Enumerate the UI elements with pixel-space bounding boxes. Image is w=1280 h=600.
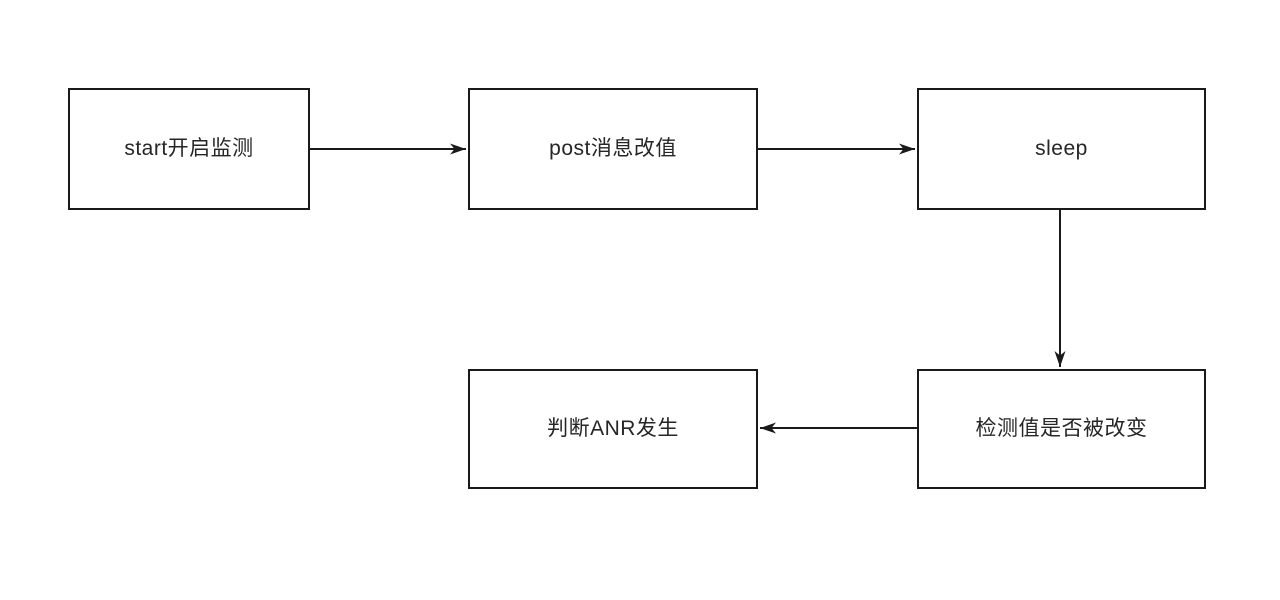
- flow-node-label: post消息改值: [549, 137, 677, 161]
- flow-node-check-value-changed: 检测值是否被改变: [917, 369, 1206, 489]
- flow-node-label: 判断ANR发生: [547, 417, 679, 441]
- flow-node-sleep: sleep: [917, 88, 1206, 210]
- flow-node-label: sleep: [1035, 137, 1088, 161]
- flow-node-label: start开启监测: [124, 137, 254, 161]
- flow-node-judge-anr: 判断ANR发生: [468, 369, 758, 489]
- flow-node-label: 检测值是否被改变: [975, 417, 1148, 441]
- flow-node-start-monitoring: start开启监测: [68, 88, 310, 210]
- flow-node-post-message: post消息改值: [468, 88, 758, 210]
